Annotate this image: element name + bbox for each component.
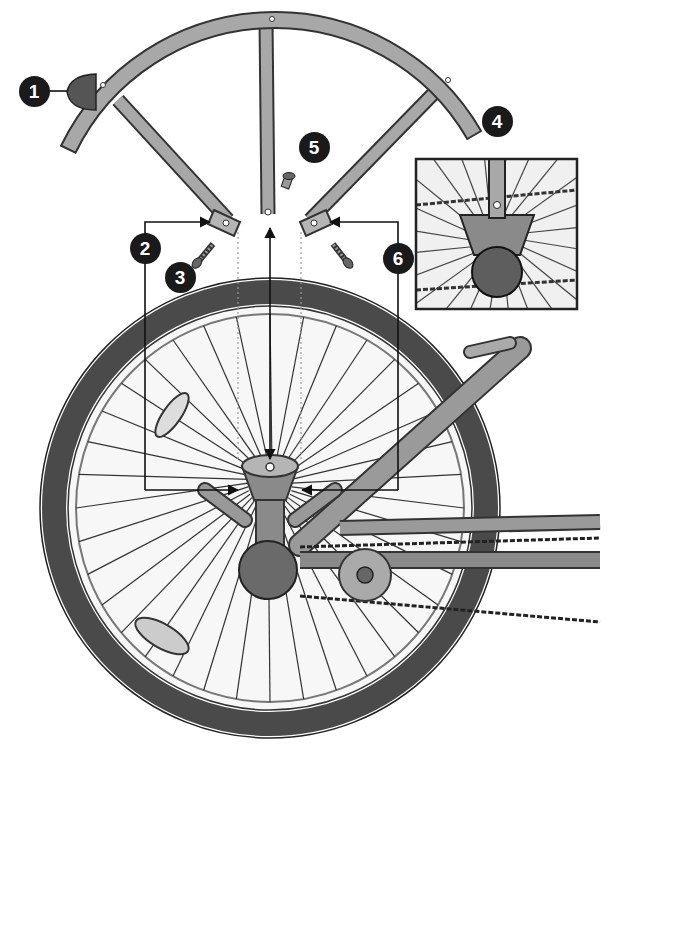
callout-label: 2 — [140, 239, 151, 258]
callout-number: 4 — [482, 106, 513, 137]
dropout-arm — [295, 490, 335, 520]
dotted-guide — [237, 232, 238, 462]
inset-spokes — [416, 159, 577, 309]
spoke — [416, 247, 472, 265]
spoke — [145, 359, 257, 467]
chain — [300, 538, 600, 547]
spoke — [523, 240, 577, 268]
inset-frame — [416, 159, 577, 309]
detail-inset — [298, 41, 675, 438]
seat-clamp — [470, 343, 510, 352]
dropout-arm — [295, 490, 335, 520]
bike-frame — [205, 343, 600, 622]
spoke — [88, 442, 250, 476]
spoke — [416, 258, 479, 309]
sprocket — [339, 549, 391, 601]
screw-head — [341, 256, 355, 270]
spoke — [286, 359, 395, 469]
bracket-hole — [223, 220, 229, 226]
frame-tube — [300, 348, 520, 545]
mount-hole — [266, 463, 274, 471]
callout-label: 6 — [393, 249, 404, 268]
spoke — [473, 159, 491, 215]
fender-reflector — [67, 74, 96, 110]
callout-label: 5 — [309, 138, 320, 157]
frame-tube — [300, 348, 520, 545]
callout-label: 3 — [175, 268, 186, 287]
fender-strut — [266, 20, 268, 214]
fender-strut — [118, 100, 228, 220]
spoke — [416, 159, 479, 222]
spoke — [416, 253, 474, 309]
leader-line — [49, 90, 67, 92]
bolt-hole — [494, 202, 501, 209]
fender-strut — [489, 159, 505, 218]
rivet — [101, 83, 106, 88]
spoke — [79, 474, 249, 479]
spoke — [422, 159, 484, 217]
fender-strut — [118, 100, 228, 220]
boom-tube — [340, 522, 600, 528]
seat-clamp — [470, 343, 510, 352]
axle-cap — [239, 541, 297, 599]
dotted-guide — [300, 232, 301, 462]
spoke — [236, 317, 268, 463]
boom-tube — [340, 522, 600, 528]
spoke — [204, 326, 265, 464]
bracket-hole — [311, 220, 317, 226]
axle-cap — [472, 247, 522, 297]
callout-label: 1 — [29, 82, 40, 101]
assembly-arrow — [145, 489, 238, 491]
dropout-arm — [205, 490, 245, 520]
spoke — [279, 326, 336, 465]
callout-number: 5 — [299, 132, 330, 163]
rivet — [446, 78, 451, 83]
fender-blade — [61, 12, 481, 153]
assembly-arrow — [302, 489, 398, 491]
rivet — [270, 17, 275, 22]
bolt-head — [283, 173, 295, 180]
spoke-reflector — [150, 389, 195, 442]
bracket-hole — [265, 209, 271, 215]
callout-label: 4 — [492, 112, 503, 131]
hub-mount — [239, 455, 298, 599]
spoke — [520, 253, 577, 309]
fender-strut — [266, 20, 268, 214]
strut-bracket — [300, 210, 332, 236]
strut-bracket — [208, 210, 240, 236]
callout-number: 6 — [383, 243, 414, 274]
callout-number: 3 — [165, 262, 196, 293]
callout-number: 1 — [19, 76, 50, 107]
chain — [300, 596, 600, 622]
spoke — [515, 159, 577, 222]
spoke-reflector — [130, 611, 194, 662]
assembly-arrow — [269, 228, 271, 459]
dropout-arm — [205, 490, 245, 520]
sprocket-bolt — [357, 567, 373, 583]
assembly-arrow — [145, 222, 210, 490]
callout-number: 2 — [130, 233, 161, 264]
